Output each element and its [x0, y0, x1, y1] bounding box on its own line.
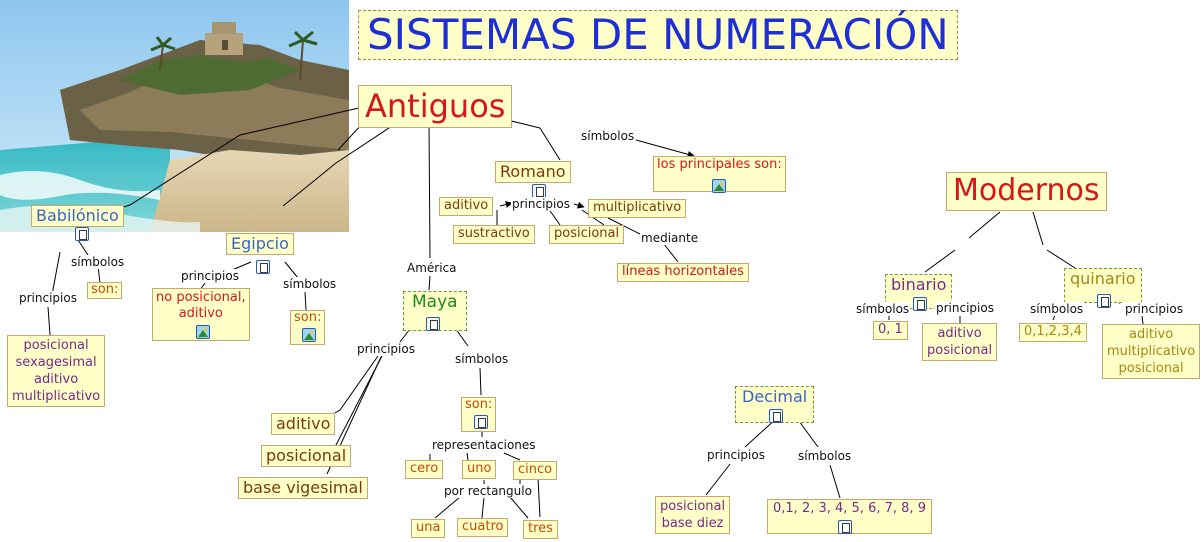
- binario-doc-icon[interactable]: [913, 297, 927, 311]
- quinario-principio-1: aditivo: [1128, 327, 1174, 342]
- egipcio-image-icon[interactable]: [196, 325, 210, 339]
- binario-principios-box: aditivo posicional: [922, 323, 998, 361]
- babilonico-son-box: son:: [87, 282, 123, 299]
- quinario-principio-2: multiplicativo: [1107, 344, 1196, 359]
- maya-vigesimal-box: base vigesimal: [238, 477, 368, 500]
- quinario-principio-3: posicional: [1118, 361, 1184, 376]
- binario-principio-1: aditivo: [937, 326, 982, 341]
- antiguos-node[interactable]: Antiguos: [358, 85, 513, 128]
- babilonico-principio-1: posicional: [23, 338, 89, 353]
- romano-posicional-box: posicional: [549, 225, 625, 244]
- maya-son-doc-icon[interactable]: [474, 415, 488, 429]
- maya-representaciones-label: representaciones: [431, 438, 537, 452]
- quinario-simbolos-box: 0,1,2,3,4: [1019, 323, 1087, 342]
- egipcio-principio-2: aditivo: [178, 306, 223, 321]
- modernos-node[interactable]: Modernos: [946, 172, 1107, 211]
- decimal-simbolos-label: símbolos: [797, 449, 853, 463]
- decimal-principio-1: posicional: [660, 499, 726, 514]
- babilonico-doc-icon[interactable]: [75, 227, 89, 241]
- decimal-simbolos-box: 0,1, 2, 3, 4, 5, 6, 7, 8, 9: [767, 499, 932, 534]
- egipcio-principios-label: principios: [180, 269, 240, 283]
- egipcio-doc-icon[interactable]: [256, 260, 270, 274]
- maya-rectangulo-label: por rectangulo: [443, 484, 533, 498]
- egipcio-son-image-icon[interactable]: [302, 328, 316, 342]
- romano-sustractivo-box: sustractivo: [453, 225, 535, 244]
- egipcio-simbolos-label: símbolos: [282, 277, 338, 291]
- romano-node[interactable]: Romano: [495, 161, 571, 184]
- decimal-principios-label: principios: [706, 448, 766, 462]
- egipcio-node[interactable]: Egipcio: [226, 233, 294, 256]
- romano-aditivo-box: aditivo: [439, 197, 494, 216]
- babilonico-simbolos-label: símbolos: [70, 255, 126, 269]
- ruins-beach-photo: [0, 0, 349, 232]
- babilonico-principio-4: multiplicativo: [12, 389, 101, 404]
- maya-simbolos-label: símbolos: [454, 352, 510, 366]
- maya-principios-label: principios: [356, 342, 416, 356]
- quinario-principios-box: aditivo multiplicativo posicional: [1102, 324, 1201, 379]
- babilonico-principios-box: posicional sexagesimal aditivo multiplic…: [7, 335, 106, 407]
- maya-doc-icon[interactable]: [426, 317, 440, 331]
- egipcio-principio-1: no posicional,: [156, 290, 246, 305]
- page-title: SISTEMAS DE NUMERACIÓN: [358, 10, 958, 61]
- maya-cuatro-box: cuatro: [457, 518, 509, 537]
- maya-node[interactable]: Maya: [403, 291, 467, 331]
- babilonico-node[interactable]: Babilónico: [31, 205, 124, 228]
- romano-simbolos-label: símbolos: [580, 129, 636, 143]
- quinario-doc-icon[interactable]: [1097, 294, 1111, 308]
- maya-uno-box: uno: [462, 460, 497, 479]
- romano-principales-image-icon[interactable]: [712, 179, 726, 193]
- quinario-simbolos-label: símbolos: [1029, 302, 1085, 316]
- maya-aditivo-box: aditivo: [271, 413, 336, 436]
- quinario-principios-label: principios: [1124, 302, 1184, 316]
- binario-simbolos-label: símbolos: [855, 302, 911, 316]
- babilonico-principio-3: aditivo: [33, 372, 79, 387]
- romano-lineas-box: líneas horizontales: [617, 263, 749, 282]
- maya-cinco-box: cinco: [513, 461, 558, 480]
- babilonico-principios-label: principios: [18, 291, 78, 305]
- decimal-principio-2: base diez: [661, 516, 724, 531]
- decimal-doc-icon[interactable]: [769, 409, 783, 423]
- binario-simbolos-box: 0, 1: [873, 321, 908, 340]
- romano-mediante-label: mediante: [640, 231, 700, 245]
- binario-principios-label: principios: [935, 301, 995, 315]
- maya-una-box: una: [411, 519, 446, 538]
- maya-tres-box: tres: [523, 520, 558, 539]
- romano-doc-icon[interactable]: [532, 184, 546, 198]
- maya-america-label: América: [406, 261, 458, 275]
- romano-multiplicativo-box: multiplicativo: [588, 199, 687, 218]
- babilonico-principio-2: sexagesimal: [15, 355, 97, 370]
- maya-cero-box: cero: [405, 460, 444, 479]
- decimal-principios-box: posicional base diez: [655, 496, 731, 534]
- maya-posicional-box: posicional: [261, 445, 352, 468]
- romano-principios-label: principios: [511, 197, 571, 211]
- binario-principio-2: posicional: [927, 343, 993, 358]
- decimal-simbolos-doc-icon[interactable]: [838, 520, 852, 534]
